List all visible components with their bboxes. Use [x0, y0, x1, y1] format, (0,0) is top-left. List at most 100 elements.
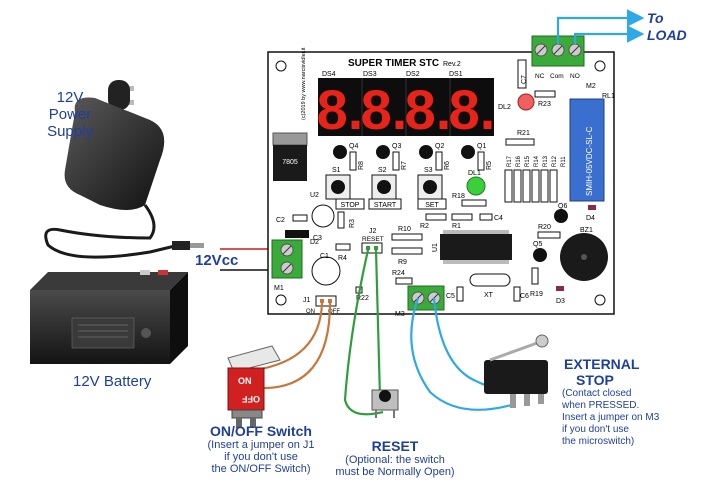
relay: SMIH-05VDC-SL-C [569, 98, 605, 202]
label-r13: R13 [543, 155, 549, 167]
label-m1: M1 [274, 285, 284, 292]
onoff-wire-1 [254, 302, 324, 372]
label-s2: S2 [378, 167, 387, 174]
label-s1: S1 [332, 167, 341, 174]
terminal-nc: NC [535, 73, 545, 80]
power-supply-label-2: Power [49, 106, 92, 123]
transistor-q5 [533, 248, 547, 262]
label-r20: R20 [538, 224, 551, 231]
label-ds2: DS2 [406, 71, 420, 78]
power-terminal-m1 [271, 239, 303, 279]
to-load-label-1: To [647, 10, 664, 26]
external-stop-caption: EXTERNAL STOP (Contact closed when PRESS… [548, 356, 678, 448]
label-q6: Q6 [558, 203, 567, 210]
relay-text: SMIH-05VDC-SL-C [585, 126, 594, 196]
reset-caption: RESET (Optional: the switch must be Norm… [330, 438, 460, 478]
toggle-switch-image: ON OFF [227, 345, 281, 428]
label-r14: R14 [534, 155, 540, 167]
stop-terminal-m3 [407, 285, 445, 311]
label-r11: R11 [561, 156, 567, 167]
button-s3[interactable] [417, 174, 443, 200]
ext-note-4: if you don't use [562, 424, 629, 435]
battery-label: 12V Battery [73, 373, 152, 390]
ext-title-1: EXTERNAL [564, 356, 640, 372]
label-q4: Q4 [349, 143, 358, 150]
label-rl1: RL1 [602, 93, 615, 100]
label-r24: R24 [392, 270, 405, 277]
transistor-q2 [419, 145, 433, 159]
reset-title: RESET [371, 438, 419, 454]
label-c4: C4 [494, 215, 503, 222]
label-r17: R17 [507, 155, 513, 167]
stop-wire-1 [410, 297, 516, 411]
label-r21: R21 [517, 130, 530, 137]
label-r8: R8 [358, 161, 365, 170]
label-r22: R22 [356, 295, 369, 302]
label-r16: R16 [516, 155, 522, 167]
label-r1: R1 [452, 223, 461, 230]
label-d3: D3 [556, 298, 565, 305]
label-ds4: DS4 [322, 71, 336, 78]
label-m2: M2 [586, 83, 596, 90]
load-wire-com [556, 9, 645, 44]
label-ds1: DS1 [449, 71, 463, 78]
label-u1: U1 [432, 243, 439, 252]
digit-ds2: 8. [405, 78, 452, 141]
vcc-label: 12Vcc [195, 252, 238, 269]
label-s3: S3 [424, 167, 433, 174]
regulator-7805: 7805 [272, 132, 308, 181]
label-d2: D2 [310, 239, 319, 246]
onoff-wire-2 [259, 302, 332, 390]
label-j2: J2 [369, 228, 377, 235]
ext-note-3: Insert a jumper on M3 [562, 412, 660, 423]
label-r7: R7 [401, 161, 408, 170]
transistor-q6 [554, 209, 568, 223]
label-c5: C5 [446, 293, 455, 300]
led-dl1 [466, 176, 486, 196]
label-c7: C7 [521, 75, 528, 84]
ext-title-2: STOP [576, 372, 614, 388]
label-r3: R3 [349, 219, 356, 228]
power-supply-image [44, 80, 204, 259]
onoff-note-1: (Insert a jumper on J1 [207, 439, 315, 451]
label-xt: XT [484, 292, 494, 299]
button-s1[interactable] [325, 174, 351, 200]
to-load-label-2: LOAD [647, 27, 687, 43]
ic-u1 [440, 230, 512, 264]
label-start: START [374, 202, 397, 209]
label-d4: D4 [586, 215, 595, 222]
onoff-caption: ON/OFF Switch (Insert a jumper on J1 if … [186, 423, 336, 475]
label-r4: R4 [338, 255, 347, 262]
reset-wire-1 [343, 249, 384, 416]
transistor-q4 [333, 145, 347, 159]
label-q1: Q1 [477, 143, 486, 150]
button-s2[interactable] [371, 174, 397, 200]
label-q2: Q2 [435, 143, 444, 150]
label-m3: M3 [395, 311, 405, 318]
label-reset-header: RESET [362, 236, 384, 243]
seven-segment-display: 8. 8. 8. 8. [317, 78, 496, 141]
board-title: SUPER TIMER STC [348, 58, 439, 69]
label-r19: R19 [530, 291, 543, 298]
resistor-array [504, 169, 558, 203]
ext-note-2: when PRESSED. [562, 400, 640, 411]
reset-note-1: (Optional: the switch [345, 454, 445, 466]
ext-note-1: (Contact closed [562, 388, 632, 399]
label-r23: R23 [538, 101, 551, 108]
label-bz1: BZ1 [580, 227, 593, 234]
digit-ds4: 8. [317, 78, 364, 141]
ext-note-5: the microswitch) [562, 436, 635, 447]
load-wire-no [573, 25, 645, 44]
label-c2: C2 [276, 217, 285, 224]
label-dl2: DL2 [498, 104, 511, 111]
power-supply-label-1: 12V [57, 89, 84, 106]
label-set: SET [425, 202, 439, 209]
label-r2: R2 [420, 223, 429, 230]
label-r15: R15 [525, 155, 531, 167]
label-q3: Q3 [392, 143, 401, 150]
reset-note-2: must be Normally Open) [335, 466, 455, 478]
terminal-com: Com [550, 73, 564, 80]
digit-ds1: 8. [449, 78, 496, 141]
microswitch-image [484, 334, 549, 408]
label-r18: R18 [452, 193, 465, 200]
